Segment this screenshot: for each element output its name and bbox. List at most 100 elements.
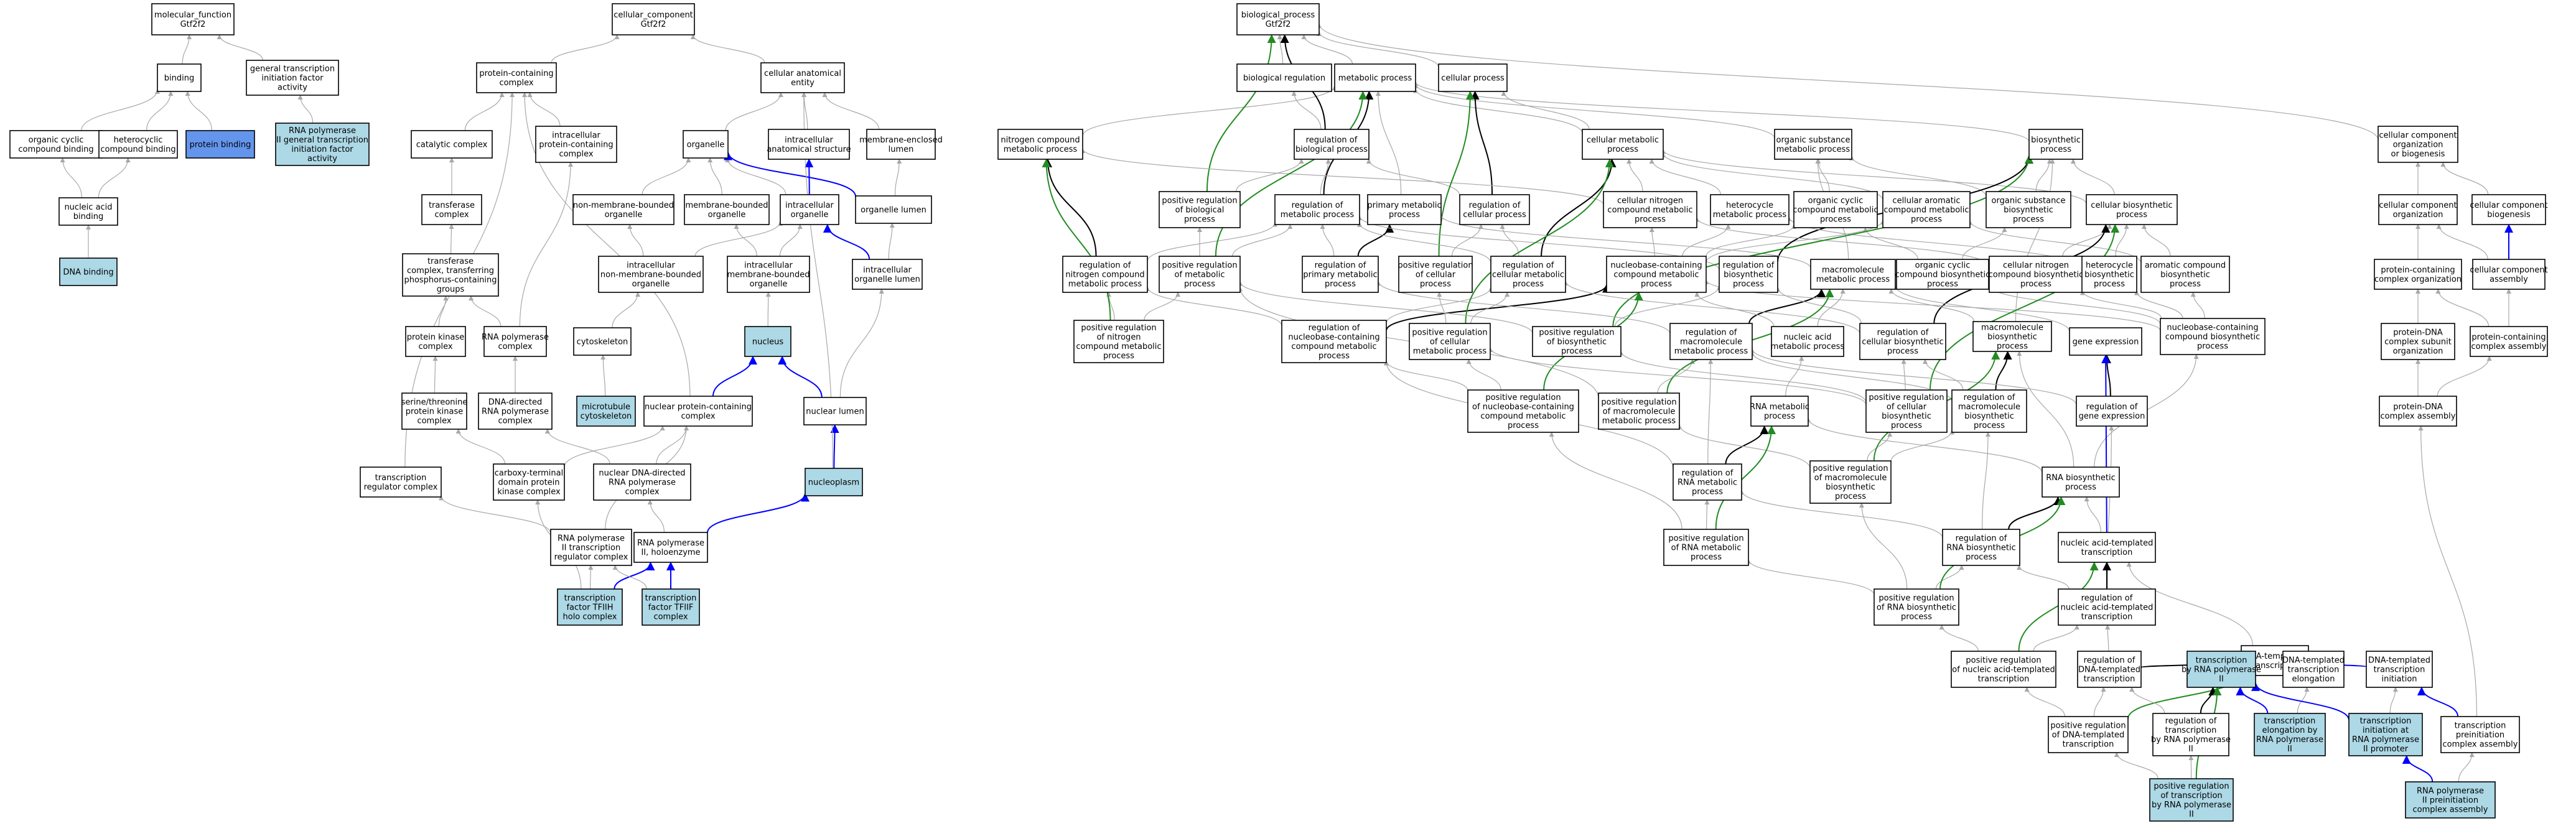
go-term-node-organelle[interactable]: organelle	[683, 130, 729, 159]
go-term-node-binding[interactable]: binding	[157, 63, 202, 92]
go-term-node-orglumen[interactable]: organelle lumen	[855, 195, 932, 224]
go-term-node-cytoskel[interactable]: cytoskeleton	[573, 327, 632, 356]
go-term-node-nucleus[interactable]: nucleus	[744, 326, 791, 357]
go-term-node-catcomp[interactable]: catalytic complex	[411, 130, 493, 159]
go-term-node-prot-bind[interactable]: protein binding	[185, 130, 255, 159]
go-term-node-geneexp[interactable]: gene expression	[2069, 327, 2142, 356]
go-term-node-metproc[interactable]: metabolic process	[1334, 63, 1416, 92]
go-term-node-bioreg[interactable]: biological regulation	[1236, 63, 1332, 92]
go-term-node-dna-bind[interactable]: DNA binding	[59, 258, 118, 286]
go-term-node-cellproc[interactable]: cellular process	[1438, 63, 1508, 92]
go-term-node-nucleoplasm[interactable]: nucleoplasm	[805, 468, 863, 496]
